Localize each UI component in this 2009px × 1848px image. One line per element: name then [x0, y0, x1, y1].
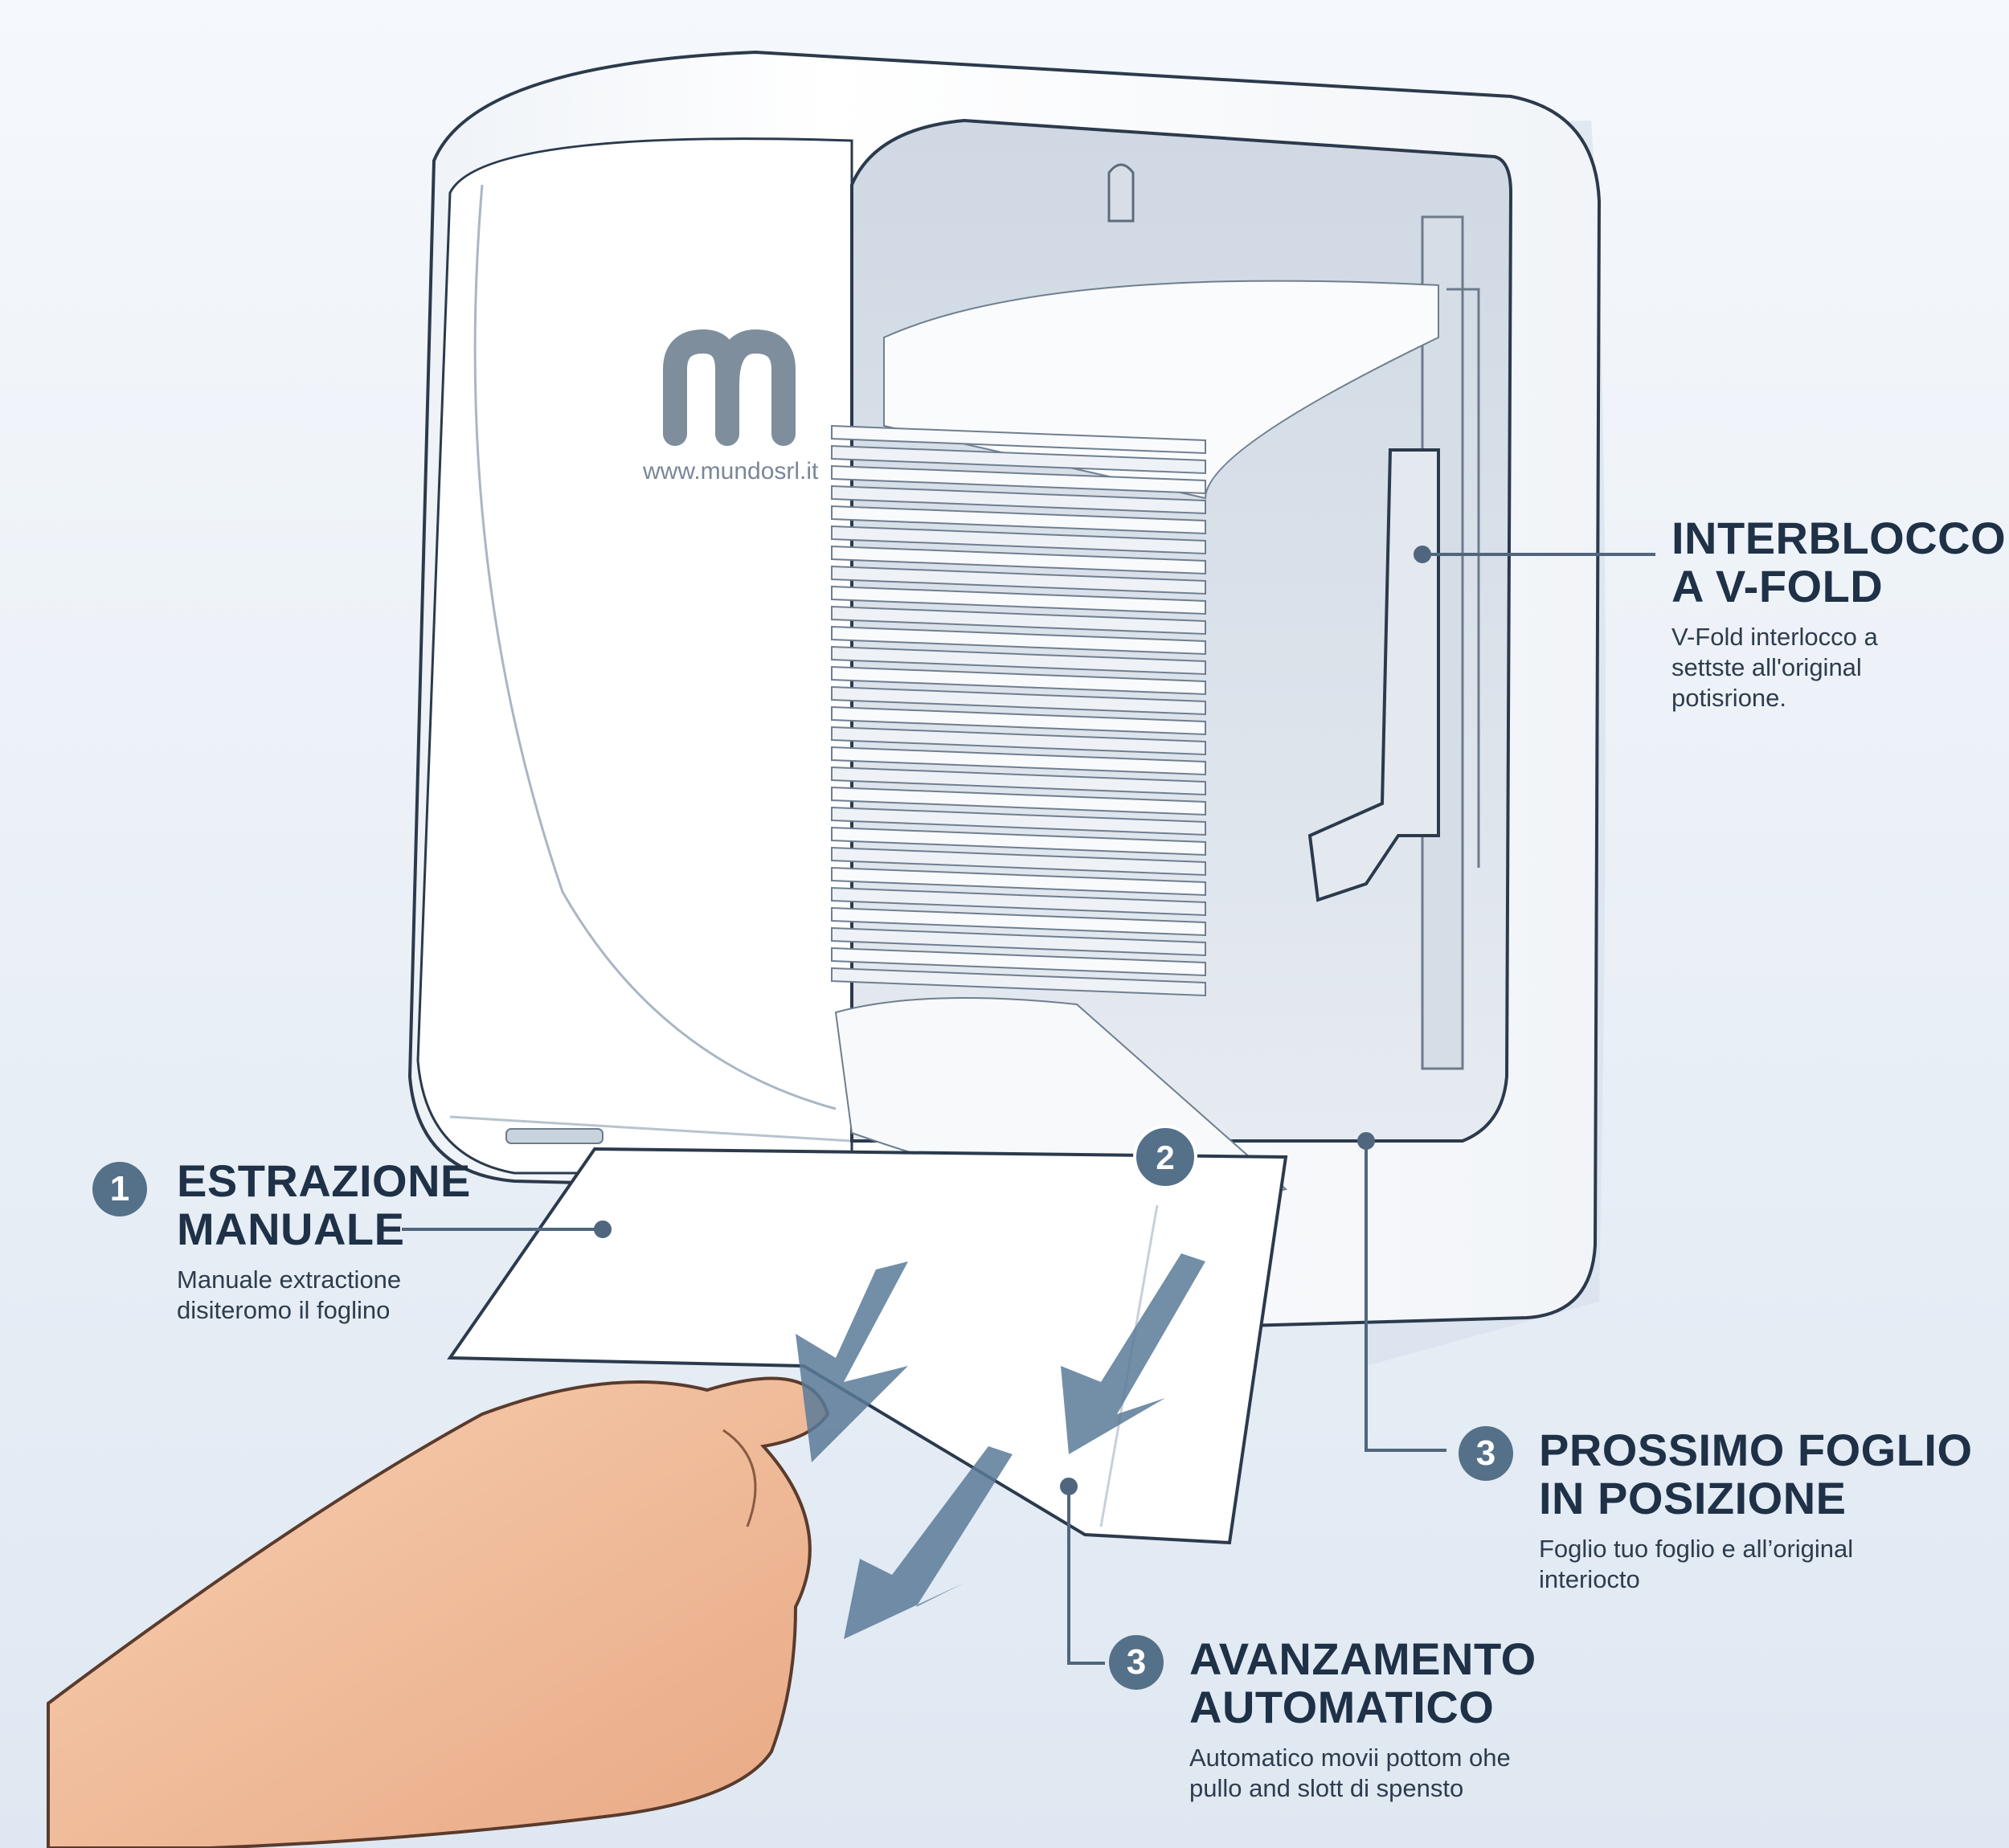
towel-sheet-edge — [831, 806, 1206, 836]
towel-sheet-edge — [831, 906, 1206, 937]
callout-manual-desc: Manuale extractione disiteromo il foglin… — [177, 1265, 402, 1324]
towel-sheet-edge — [831, 685, 1206, 716]
towel-sheet-edge — [831, 846, 1206, 877]
logo-url: www.mundosrl.it — [643, 458, 819, 484]
callout-interlock-desc: V-Fold interlocco a settste all'original… — [1671, 623, 1878, 712]
step2-badge-label: 2 — [1156, 1139, 1174, 1176]
callout-auto-advance-title: AVANZAMENTO AUTOMATICO — [1189, 1633, 1536, 1732]
step-badge-3a: 3 — [1459, 1426, 1513, 1481]
towel-sheet-edge — [831, 705, 1206, 736]
motion-arrows — [796, 1253, 1205, 1639]
pull-arrow-1 — [796, 1261, 908, 1462]
callout-auto-advance-desc: Automatico movii pottom ohe pullo and sl… — [1189, 1744, 1511, 1802]
callout-next-sheet-desc: Foglio tuo foglio e all’original interio… — [1539, 1535, 1854, 1593]
leader-next-sheet — [1365, 1141, 1446, 1452]
towel-sheet-edge — [831, 424, 1206, 455]
towel-sheet-edge — [831, 665, 1206, 696]
towel-sheet-edge — [831, 786, 1206, 816]
towel-sheet-edge — [831, 886, 1206, 917]
towel-sheet-edge — [831, 505, 1206, 535]
towel-sheet-edge — [831, 464, 1206, 495]
hand — [47, 1376, 830, 1848]
towel-sheet-edge — [831, 967, 1206, 997]
towel-sheet-edge — [831, 766, 1206, 796]
pull-arrow-2 — [1061, 1253, 1205, 1454]
callout-auto-advance: 3 AVANZAMENTO AUTOMATICO Automatico movi… — [1109, 1635, 1607, 1804]
leader-lines — [402, 546, 1655, 1665]
towel-sheet-edge — [831, 645, 1206, 676]
step-badge-1: 1 — [92, 1162, 147, 1216]
towel-sheet-edge — [831, 525, 1206, 555]
towel-sheet-edge — [831, 866, 1206, 897]
towel-sheet-edge — [831, 826, 1206, 857]
towel-sheet-edge — [831, 565, 1206, 595]
towel-sheet-edge — [831, 726, 1206, 756]
towel-sheet-edge — [831, 444, 1206, 475]
towel-stack — [831, 280, 1439, 1202]
callout-manual: 1 ESTRAZIONE MANUALE Manuale extractione… — [92, 1157, 478, 1326]
towel-sheet-edge — [831, 746, 1206, 776]
callout-next-sheet-title: PROSSIMO FOGLIO IN POSIZIONE — [1539, 1425, 1973, 1523]
towel-sheet-edge — [831, 946, 1206, 977]
callout-interlock: INTERBLOCCO A V-FOLD V-Fold interlocco a… — [1671, 513, 2007, 713]
callout-next-sheet: 3 PROSSIMO FOGLIO IN POSIZIONE Foglio tu… — [1459, 1426, 1973, 1595]
towel-sheet-edge — [831, 484, 1206, 515]
callout-manual-title: ESTRAZIONE MANUALE — [177, 1155, 471, 1254]
towel-sheet-edge — [831, 605, 1206, 636]
towel-sheet-edge — [831, 545, 1206, 575]
step2-badge: 2 — [1133, 1125, 1197, 1189]
towel-sheet-edge — [831, 926, 1206, 957]
towel-sheet-edge — [831, 625, 1206, 656]
interlock-lever — [1307, 288, 1480, 902]
towel-sheet-edge — [831, 585, 1206, 615]
pull-arrow-3 — [844, 1446, 1013, 1639]
leader-auto — [1067, 1486, 1105, 1665]
brand-logo — [663, 329, 796, 446]
callout-interlock-title: INTERBLOCCO A V-FOLD — [1671, 513, 2007, 611]
step-badge-3b: 3 — [1109, 1635, 1164, 1690]
